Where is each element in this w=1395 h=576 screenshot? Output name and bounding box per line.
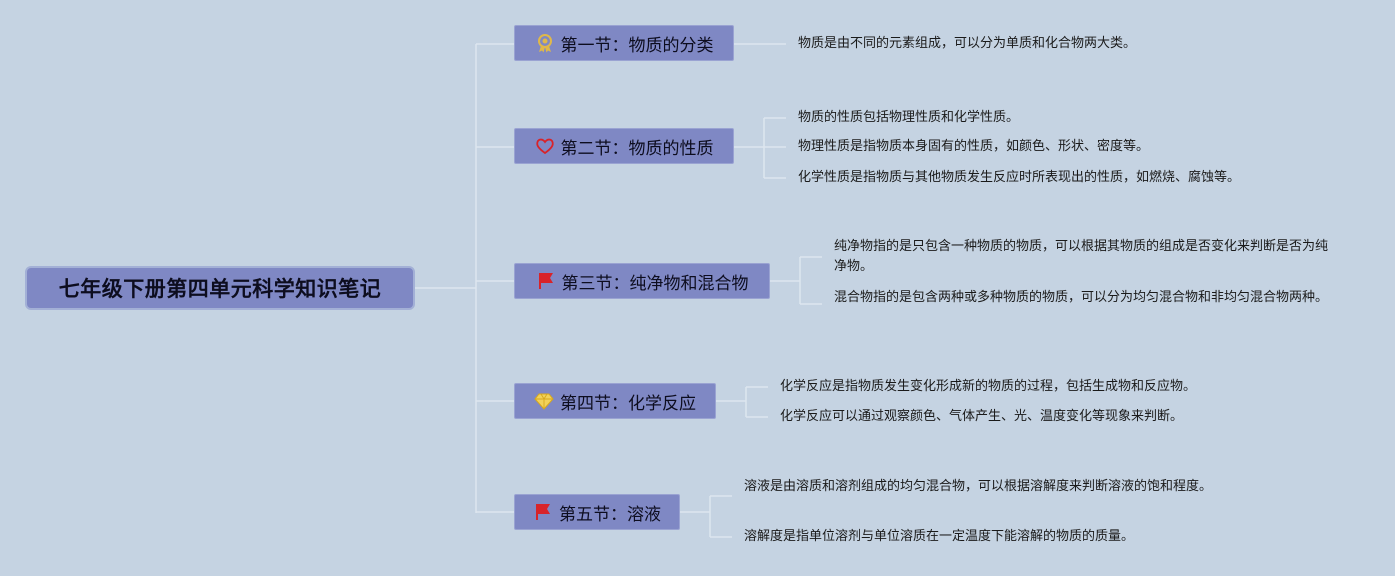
section-1-title: 第一节：物质的分类 [560,35,714,56]
section-5-note-2: 溶解度是指单位溶剂与单位溶质在一定温度下能溶解的物质的质量。 [744,529,1135,544]
section-5-title: 第五节：溶液 [559,504,661,525]
section-5-node[interactable]: 第五节：溶液 [514,494,680,530]
section-4-node[interactable]: 第四节：化学反应 [514,383,716,419]
section-2-title: 第二节：物质的性质 [560,138,714,159]
section-2-node[interactable]: 第二节：物质的性质 [514,128,734,164]
section-1-note-1: 物质是由不同的元素组成，可以分为单质和化合物两大类。 [798,36,1137,51]
section-3-title: 第三节：纯净物和混合物 [561,273,749,294]
section-5-note-1: 溶液是由溶质和溶剂组成的均匀混合物，可以根据溶解度来判断溶液的饱和程度。 [744,479,1213,494]
section-3-note-1: 纯净物指的是只包含一种物质的物质，可以根据其物质的组成是否变化来判断是否为纯净物… [834,239,1329,274]
section-2-note-2: 物理性质是指物质本身固有的性质，如颜色、形状、密度等。 [798,139,1150,154]
section-4-note-1: 化学反应是指物质发生变化形成新的物质的过程，包括生成物和反应物。 [780,379,1197,394]
red-flag-icon [533,502,553,522]
ribbon-medal-icon [535,33,555,53]
root-topic[interactable]: 七年级下册第四单元科学知识笔记 [25,266,415,310]
diamond-icon [534,391,554,411]
section-4-note-2: 化学反应可以通过观察颜色、气体产生、光、温度变化等现象来判断。 [780,409,1184,424]
section-2-note-3: 化学性质是指物质与其他物质发生反应时所表现出的性质，如燃烧、腐蚀等。 [798,170,1241,185]
section-4-title: 第四节：化学反应 [560,393,696,414]
section-1-node[interactable]: 第一节：物质的分类 [514,25,734,61]
red-flag-icon [536,271,556,291]
root-title: 七年级下册第四单元科学知识笔记 [58,277,382,301]
section-2-note-1: 物质的性质包括物理性质和化学性质。 [798,110,1020,125]
section-3-node[interactable]: 第三节：纯净物和混合物 [514,263,770,299]
section-3-note-2: 混合物指的是包含两种或多种物质的物质，可以分为均匀混合物和非均匀混合物两种。 [834,290,1329,305]
heart-icon [535,136,555,156]
